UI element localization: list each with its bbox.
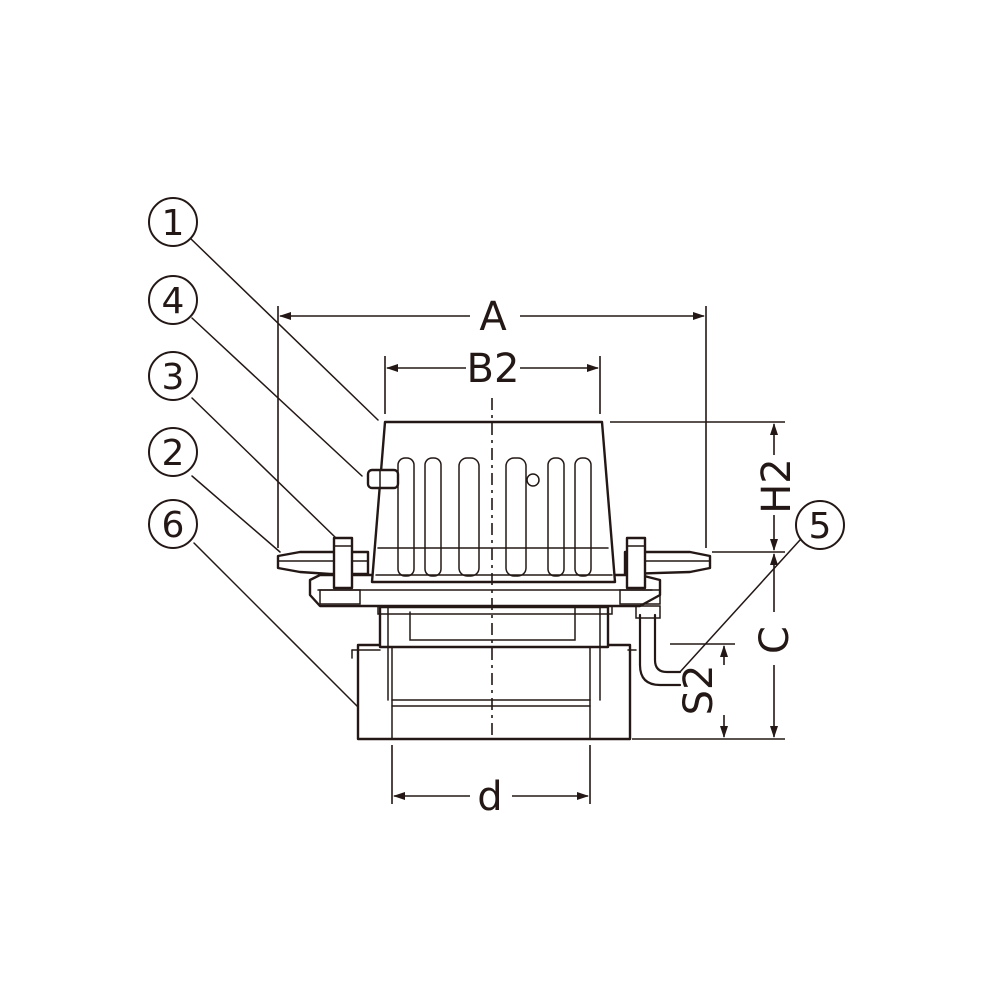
dim-label-d: d bbox=[477, 774, 502, 820]
dim-label-b2: B2 bbox=[467, 346, 520, 392]
dim-label-a: A bbox=[479, 294, 507, 340]
leader-lines bbox=[189, 237, 801, 708]
dim-label-s2: S2 bbox=[676, 665, 722, 716]
dimension-c bbox=[632, 553, 785, 740]
drain-elbow bbox=[635, 605, 682, 687]
callout-6: 6 bbox=[148, 499, 198, 549]
callout-3-label: 3 bbox=[162, 357, 185, 398]
callout-1: 1 bbox=[148, 197, 198, 247]
callout-4: 4 bbox=[148, 275, 198, 325]
clamp-bolts bbox=[319, 536, 661, 605]
callout-3: 3 bbox=[148, 351, 198, 401]
callout-1-label: 1 bbox=[162, 203, 185, 244]
dimension-d bbox=[391, 745, 591, 804]
dimension-s2 bbox=[670, 643, 735, 738]
dimension-a bbox=[277, 306, 707, 548]
dim-label-h2: H2 bbox=[754, 458, 800, 514]
callout-4-label: 4 bbox=[162, 281, 185, 322]
dome-strainer bbox=[370, 420, 617, 584]
dimension-h2 bbox=[610, 421, 785, 553]
dim-label-c: C bbox=[752, 626, 798, 654]
dimension-b2 bbox=[384, 356, 601, 414]
callout-2-label: 2 bbox=[162, 433, 185, 474]
callout-6-label: 6 bbox=[162, 505, 185, 546]
callout-5-label: 5 bbox=[809, 506, 832, 547]
callout-5: 5 bbox=[795, 500, 845, 550]
outlet-pipe bbox=[351, 605, 637, 741]
set-screw bbox=[366, 468, 400, 490]
callout-2: 2 bbox=[148, 427, 198, 477]
